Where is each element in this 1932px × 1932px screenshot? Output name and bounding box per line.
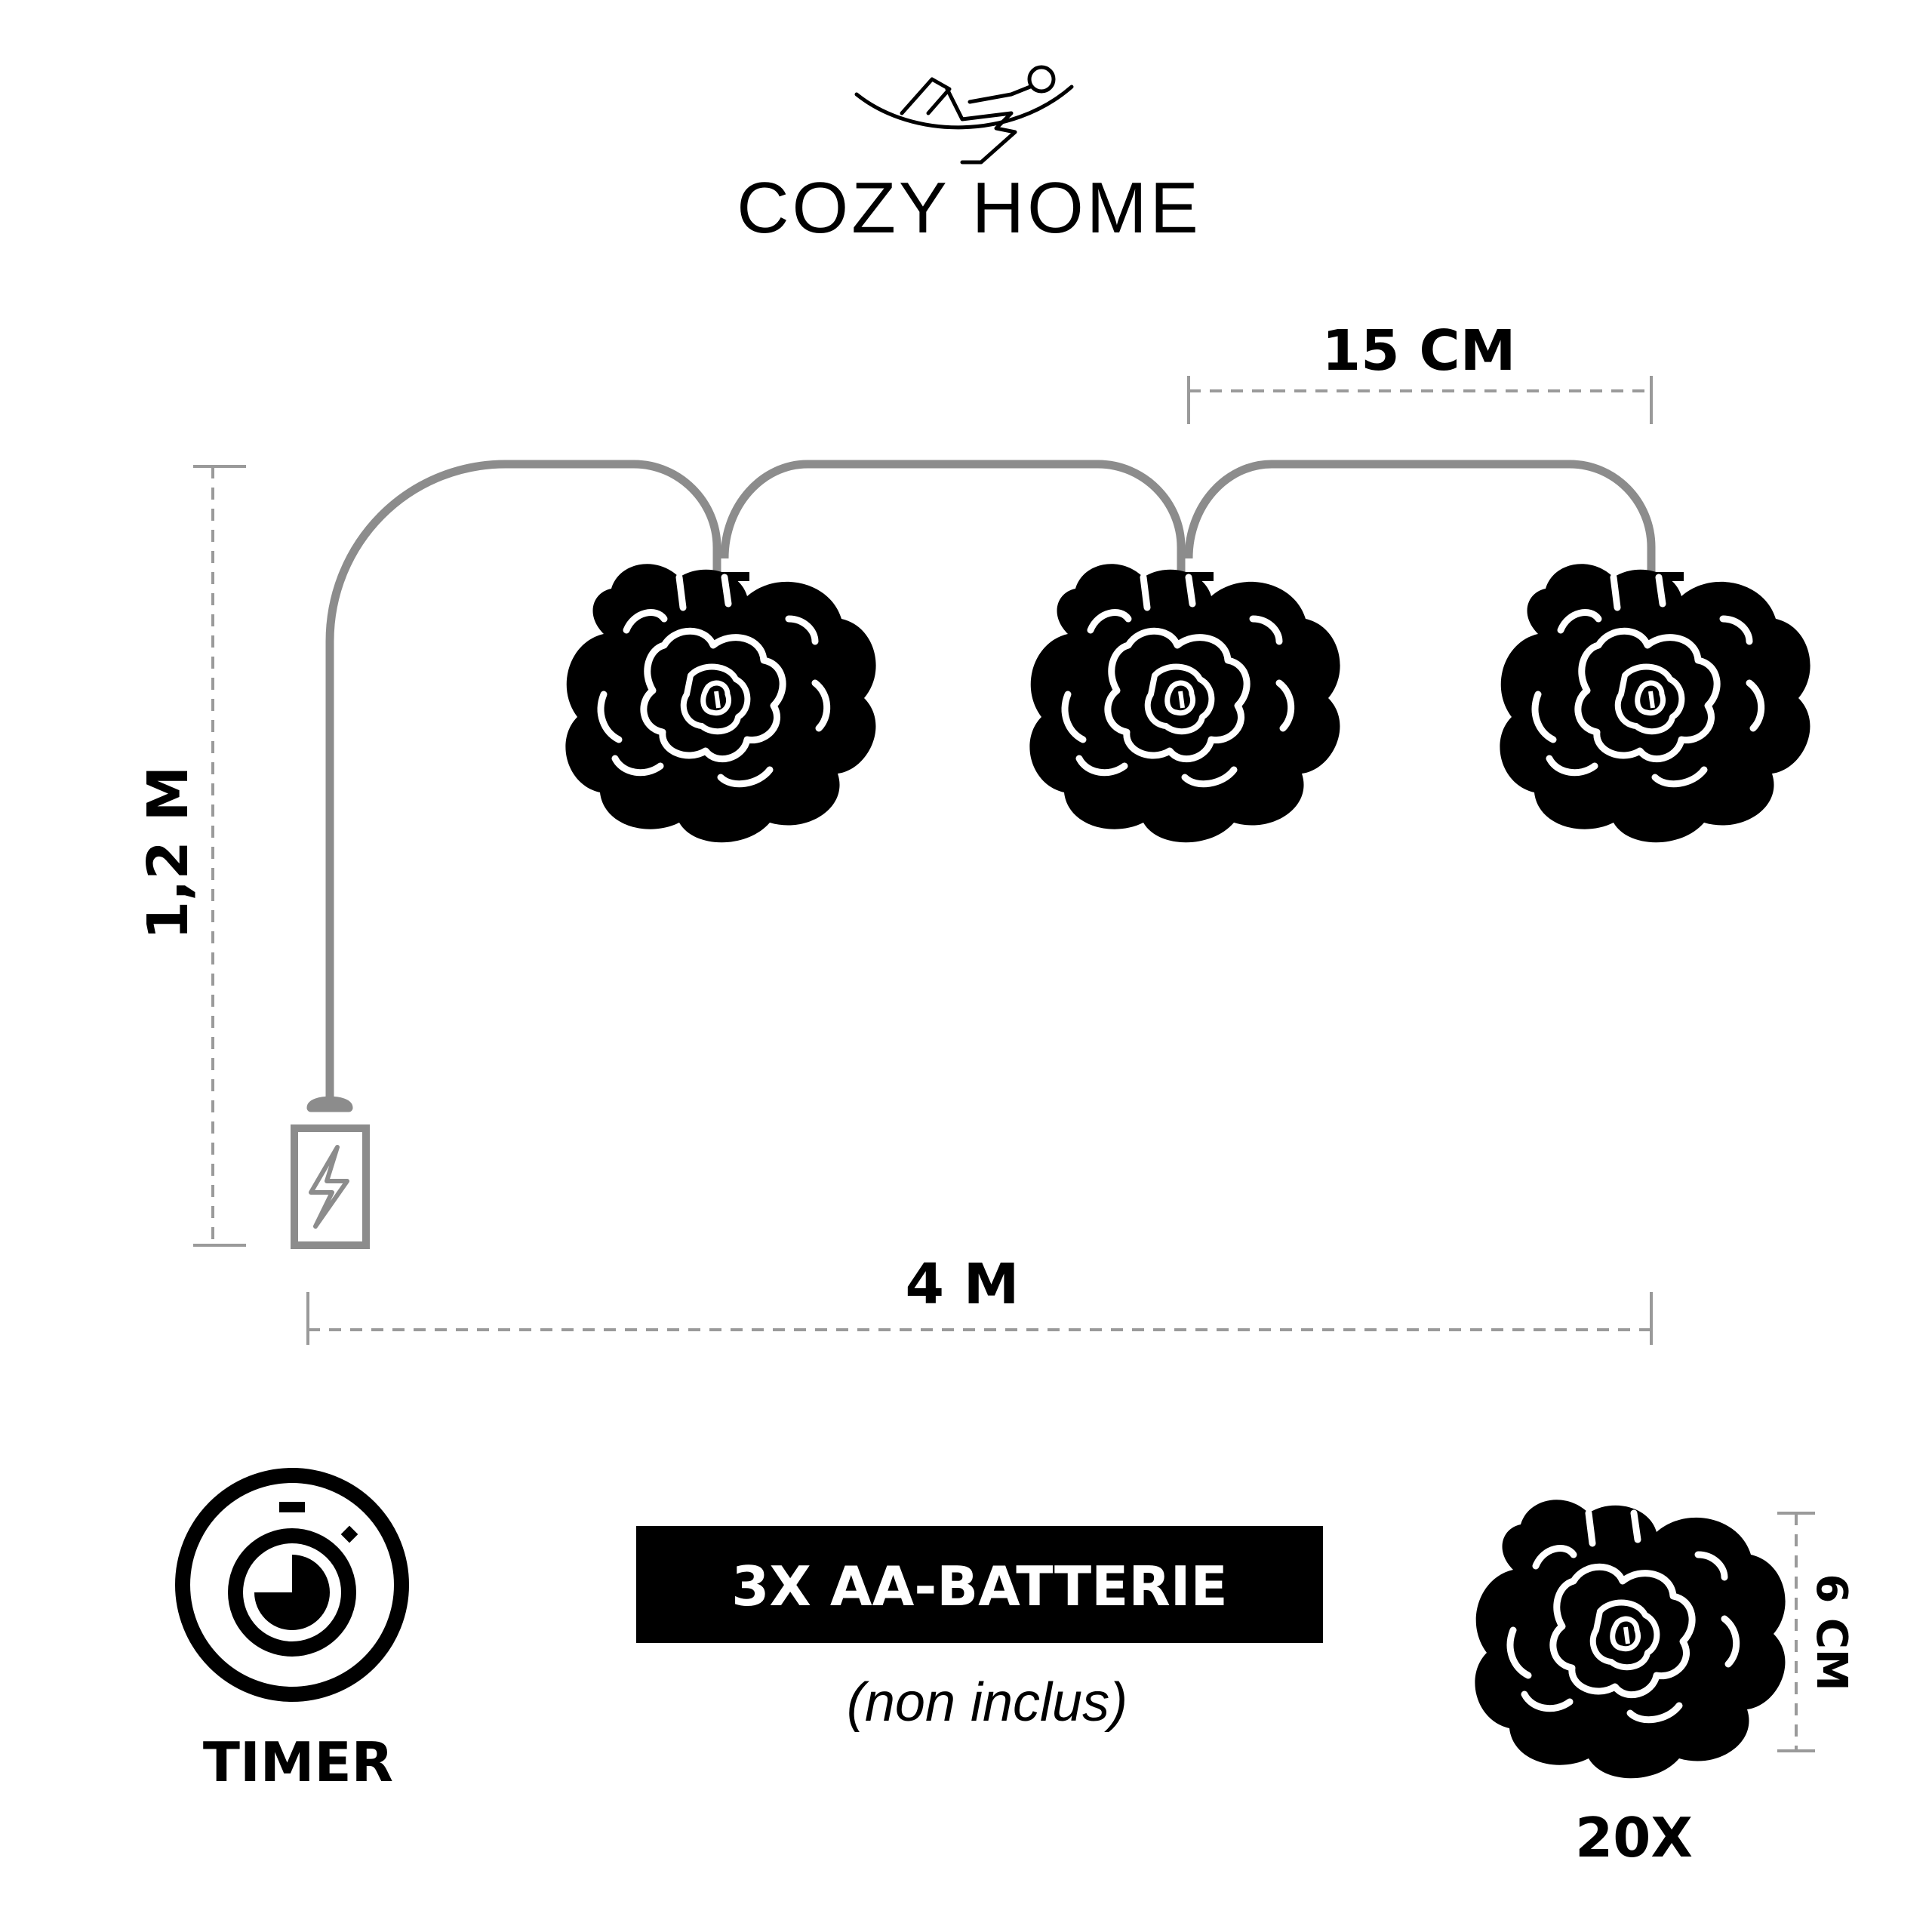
spacing-label: 15 CM [1322,318,1516,383]
height-dimension: 1,2 M [136,465,246,1247]
lightning-icon [309,1145,349,1229]
quantity-label: 20X [1575,1806,1693,1869]
flower-size-feature: 6 CM 20X [1475,1500,1856,1869]
timer-icon [175,1468,409,1702]
reclining-person-hammock-icon [854,65,1074,165]
rose-flower-icon [565,564,875,842]
rose-flower-icon [1500,564,1810,842]
timer-label: TIMER [203,1730,393,1794]
flower-size-label: 6 CM [1807,1574,1856,1690]
height-label: 1,2 M [136,766,201,940]
battery-banner [636,1526,1323,1643]
brand-logo: COZY HOME [737,65,1201,248]
rose-flower-icon [1029,564,1340,842]
light-string-cable [306,460,1656,1112]
rose-flower-icon [1475,1500,1785,1778]
spacing-dimension: 15 CM [1187,318,1653,424]
battery-note: (non inclus) [847,1672,1128,1733]
length-label: 4 M [906,1252,1020,1317]
flower-string [565,564,1810,842]
battery-requirement: 3X AA-BATTERIE (non inclus) [636,1526,1323,1733]
length-dimension: 4 M [306,1252,1653,1345]
battery-box-icon [291,1124,370,1249]
timer-feature: TIMER [175,1468,409,1794]
brand-name: COZY HOME [737,168,1201,248]
battery-label: 3X AA-BATTERIE [731,1555,1228,1618]
